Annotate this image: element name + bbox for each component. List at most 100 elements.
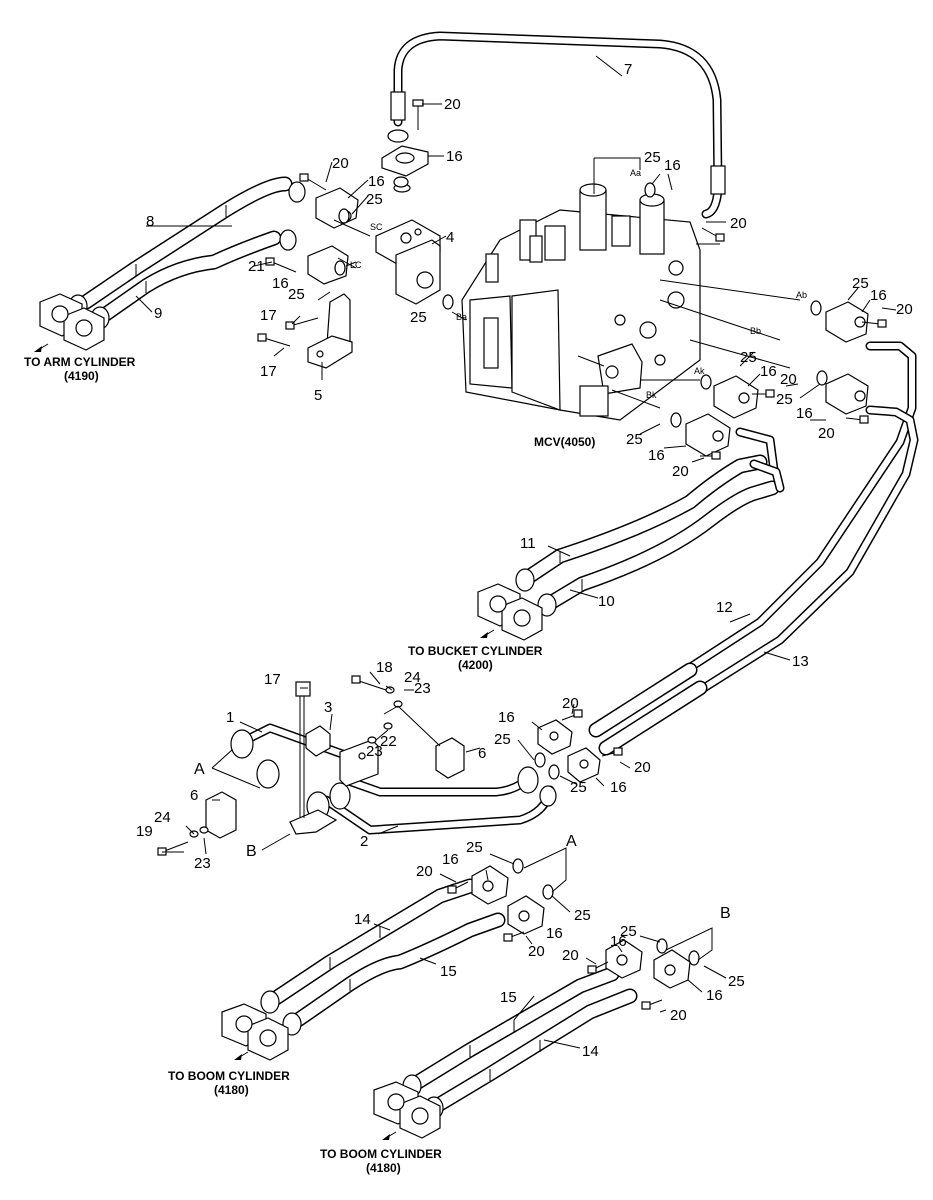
- pn-21: 21: [248, 258, 265, 275]
- block-4: [375, 219, 441, 305]
- tube-13: [598, 405, 919, 756]
- pn-20: 20: [730, 215, 747, 232]
- flange-bucket-cylinder: [477, 583, 543, 641]
- detail-a-1: A: [194, 761, 205, 778]
- mount-16-top: [381, 129, 429, 193]
- pn-16: 16: [610, 933, 627, 950]
- mcv-valve: [461, 183, 701, 421]
- pn-25: 25: [740, 349, 757, 366]
- pn-13: 13: [792, 653, 809, 670]
- label-arm-cylinder-code: (4190): [64, 369, 99, 383]
- pn-25: 25: [494, 731, 511, 748]
- plate-17: [289, 681, 338, 835]
- pn-20: 20: [670, 1007, 687, 1024]
- pn-6: 6: [478, 745, 486, 762]
- port-ab: Ab: [796, 290, 807, 300]
- pn-25: 25: [366, 191, 383, 208]
- pn-25: 25: [626, 431, 643, 448]
- pn-25: 25: [852, 275, 869, 292]
- port-sc: SC: [370, 222, 383, 232]
- flange-16-boom-left: [471, 865, 545, 935]
- pn-10: 10: [598, 593, 615, 610]
- pn-1: 1: [226, 709, 234, 726]
- label-bucket-cylinder: TO BUCKET CYLINDER: [408, 644, 543, 658]
- pn-3: 3: [324, 699, 332, 716]
- pn-5: 5: [314, 387, 322, 404]
- pipe-7: [390, 31, 726, 219]
- detail-b-1: B: [246, 843, 257, 860]
- tubes-bucket-to-mcv: [735, 427, 785, 493]
- pn-25: 25: [288, 286, 305, 303]
- pn-17: 17: [264, 671, 281, 688]
- pn-25: 25: [466, 839, 483, 856]
- caption-labels: TO ARM CYLINDER (4190) TO BUCKET CYLINDE…: [24, 355, 595, 1175]
- pn-4: 4: [446, 229, 454, 246]
- pn-16: 16: [870, 287, 887, 304]
- pn-25: 25: [574, 907, 591, 924]
- pn-17: 17: [260, 307, 277, 324]
- leader-lines: [135, 55, 897, 1049]
- bolts-17-18-19-21: [157, 257, 403, 856]
- label-boom-cylinder-2: TO BOOM CYLINDER: [320, 1147, 442, 1161]
- pn-20: 20: [562, 947, 579, 964]
- pn-19: 19: [136, 823, 153, 840]
- pn-25: 25: [410, 309, 427, 326]
- pn-18: 18: [376, 659, 393, 676]
- pn-7: 7: [624, 61, 632, 78]
- pn-17: 17: [260, 363, 277, 380]
- pn-20: 20: [444, 96, 461, 113]
- pn-16: 16: [442, 851, 459, 868]
- pn-15: 15: [440, 963, 457, 980]
- pn-23: 23: [366, 743, 383, 760]
- pn-6: 6: [190, 787, 198, 804]
- pn-16: 16: [610, 779, 627, 796]
- pn-16: 16: [368, 173, 385, 190]
- flange-16-middle: [537, 719, 601, 783]
- pn-16: 16: [648, 447, 665, 464]
- pn-16: 16: [272, 275, 289, 292]
- label-boom-cylinder-code-1: (4180): [214, 1083, 249, 1097]
- hose-10: [537, 480, 780, 617]
- port-labels: Aa SC LC Ba Ab Bb Ak Bk: [350, 168, 807, 400]
- pn-23: 23: [194, 855, 211, 872]
- pn-20: 20: [562, 695, 579, 712]
- bolts-20: [299, 99, 887, 1010]
- port-ak: Ak: [694, 366, 705, 376]
- pn-20: 20: [332, 155, 349, 172]
- part-number-labels: 20 16 20 16 25 8 4 21 16 25 9 17 17 5 25…: [136, 61, 913, 1060]
- pn-24: 24: [404, 669, 421, 686]
- flange-boom-cylinder-left: [221, 1003, 289, 1061]
- pn-8: 8: [146, 213, 154, 230]
- detail-letters: A B A B: [194, 761, 731, 922]
- pn-25: 25: [644, 149, 661, 166]
- label-boom-cylinder-1: TO BOOM CYLINDER: [168, 1069, 290, 1083]
- tube-12: [588, 341, 917, 738]
- pn-25: 25: [570, 779, 587, 796]
- label-arm-cylinder: TO ARM CYLINDER: [24, 355, 136, 369]
- pn-20: 20: [634, 759, 651, 776]
- flange-arm-cylinder: [39, 293, 105, 351]
- hose-11: [515, 454, 768, 592]
- pn-16: 16: [498, 709, 515, 726]
- pn-16: 16: [760, 363, 777, 380]
- pn-16: 16: [706, 987, 723, 1004]
- hose-8: [68, 176, 306, 318]
- pn-11: 11: [520, 535, 536, 552]
- flange-boom-cylinder-right: [373, 1081, 441, 1139]
- pn-16: 16: [546, 925, 563, 942]
- label-bucket-cylinder-code: (4200): [458, 658, 493, 672]
- label-mcv: MCV(4050): [534, 435, 595, 449]
- port-bb: Bb: [750, 326, 761, 336]
- pn-14: 14: [582, 1043, 599, 1060]
- pn-9: 9: [154, 305, 162, 322]
- detail-b-2: B: [720, 905, 731, 922]
- pn-14: 14: [354, 911, 371, 928]
- pn-20: 20: [896, 301, 913, 318]
- flange-16-right: [825, 301, 869, 415]
- bracket-3: [305, 725, 379, 787]
- pn-16: 16: [796, 405, 813, 422]
- flange-16-bucket: [685, 375, 759, 457]
- bracket-5: [307, 293, 353, 369]
- pn-20: 20: [672, 463, 689, 480]
